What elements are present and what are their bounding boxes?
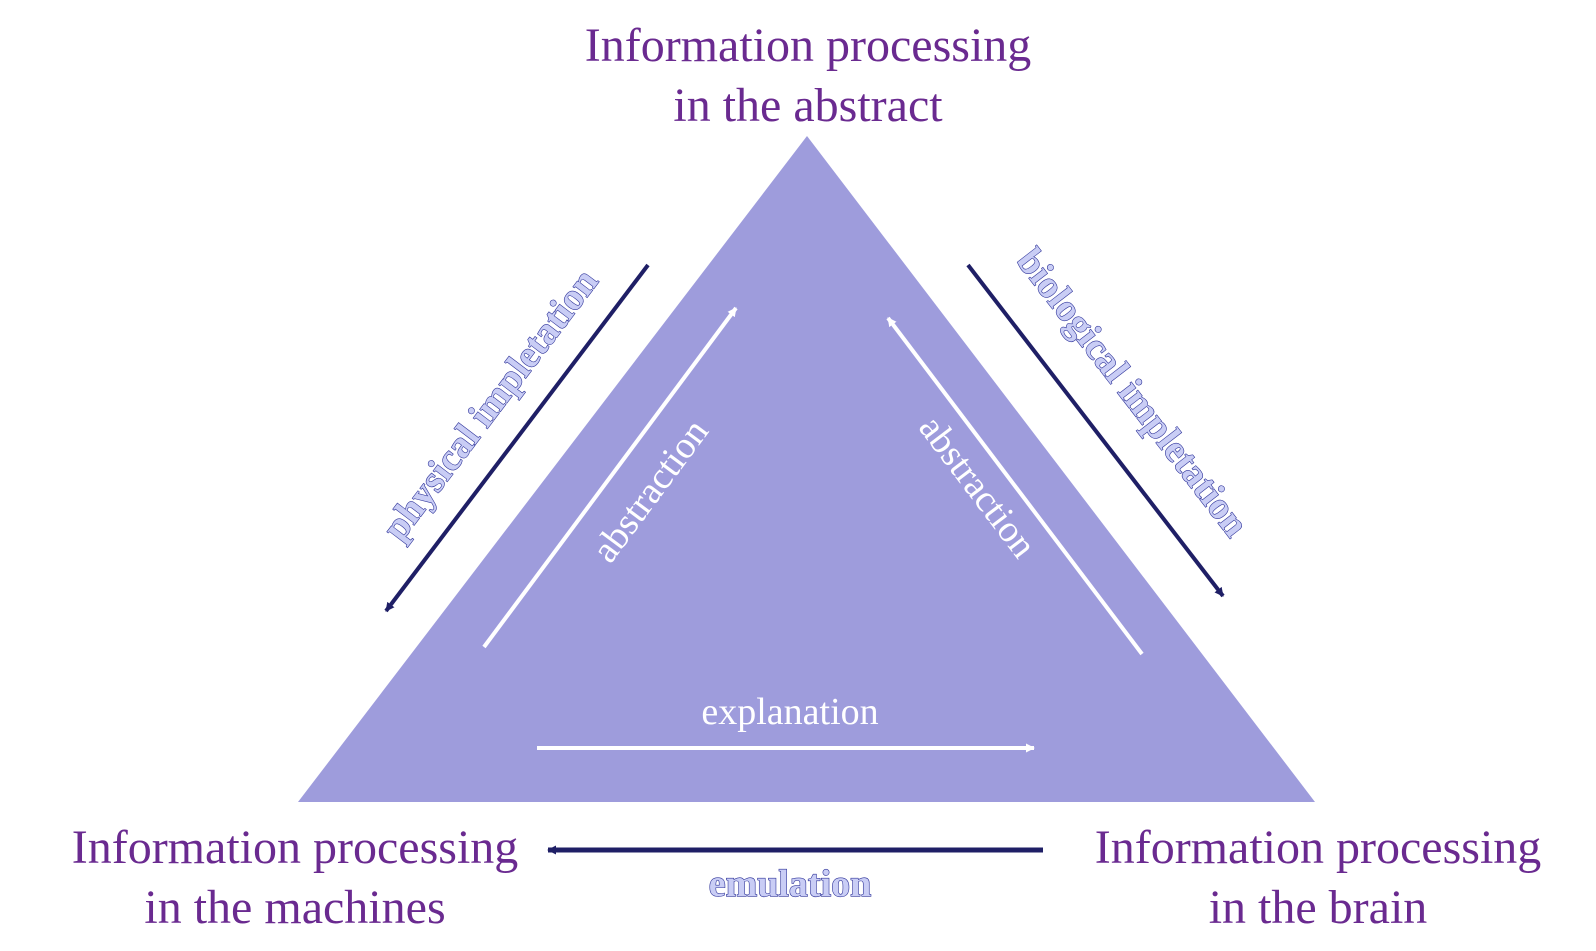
abstraction-left-arrow [482, 306, 738, 649]
physical-implementation-arrow [384, 263, 650, 613]
node-brain-line1: Information processing [1094, 821, 1542, 874]
node-machines-line1: Information processing [71, 821, 519, 874]
abstraction-right-arrow [886, 316, 1144, 656]
node-abstract-line2: in the abstract [673, 79, 943, 132]
node-abstract-line1: Information processing [584, 19, 1032, 72]
explanation-label: explanation [701, 691, 878, 733]
node-brain: Information processing in the brain [1048, 818, 1588, 938]
node-brain-line2: in the brain [1208, 881, 1428, 934]
node-abstract: Information processing in the abstract [558, 16, 1058, 136]
emulation-label: emulation [709, 863, 872, 905]
node-machines-line2: in the machines [144, 881, 446, 934]
biological-implementation-arrow [966, 263, 1225, 598]
triangle-shape [298, 136, 1315, 802]
node-machines: Information processing in the machines [40, 818, 550, 938]
